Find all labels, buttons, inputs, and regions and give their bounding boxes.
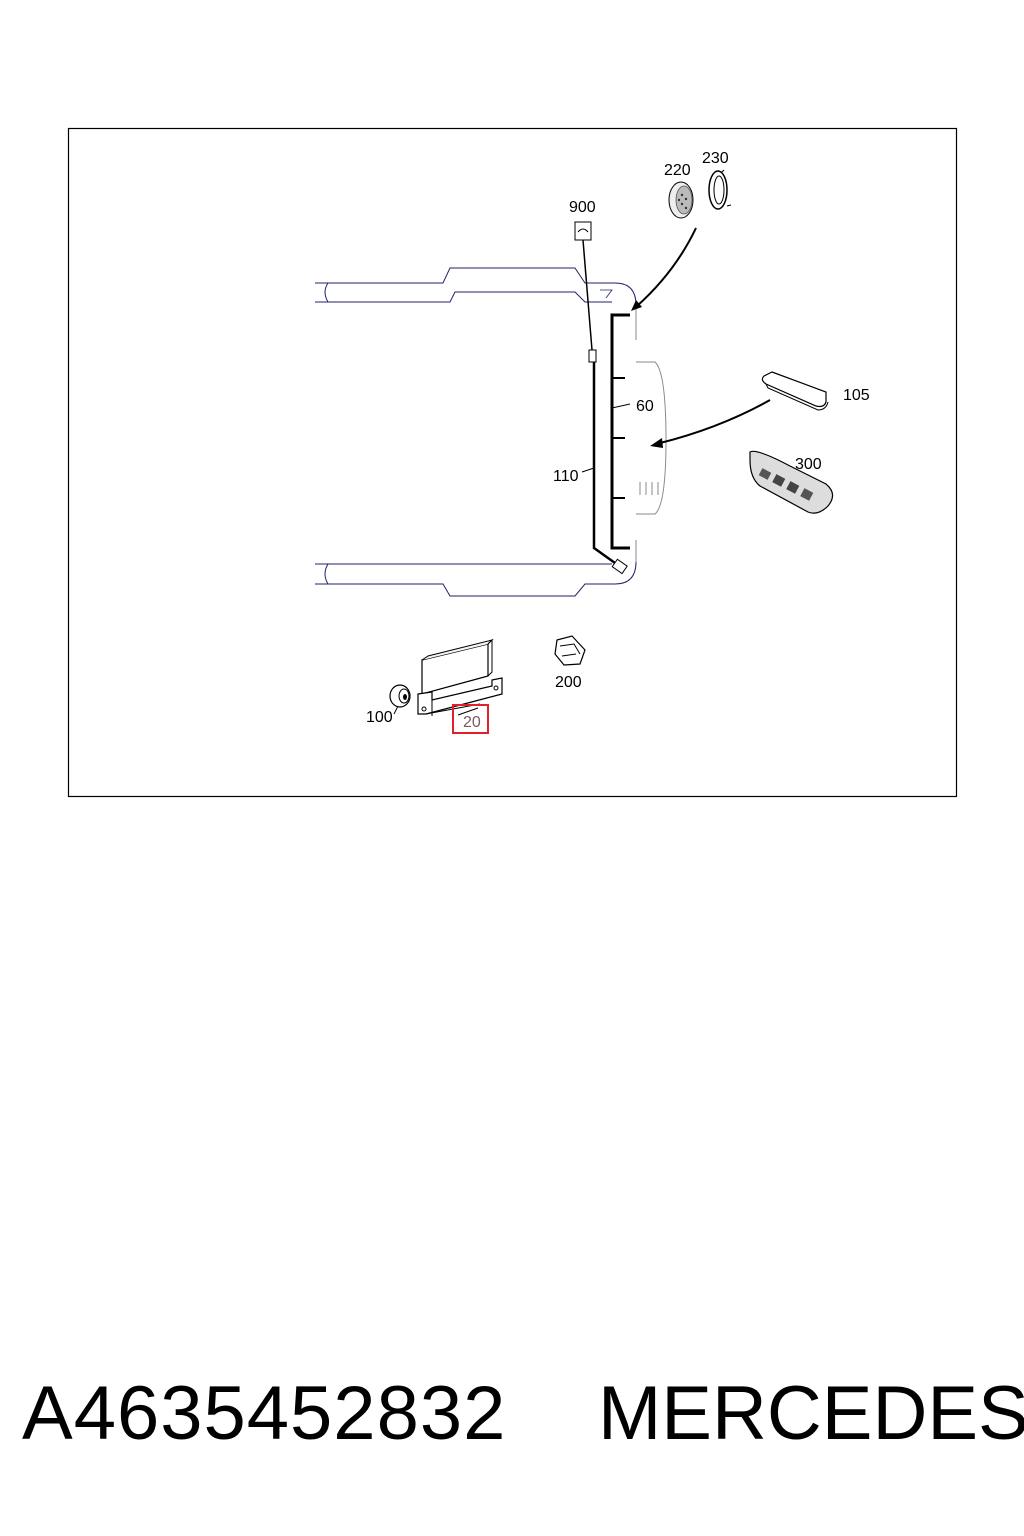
callout-220: 220 [664, 162, 691, 179]
arrow-head-105 [650, 438, 663, 448]
arrow-220-to-strip [636, 227, 697, 307]
callout-100: 100 [366, 709, 393, 726]
vehicle-frame-outline [315, 267, 667, 597]
callout-60: 60 [636, 398, 654, 415]
callout-300: 300 [795, 456, 822, 473]
callout-200: 200 [555, 674, 582, 691]
callout-105: 105 [843, 387, 870, 404]
part-105-pad [761, 371, 829, 411]
highlight-box-20 [452, 704, 489, 734]
part-230-ring [708, 169, 732, 210]
arrow-105-to-panel [659, 399, 771, 444]
leader-lines [393, 705, 479, 716]
part-100-nut [389, 684, 411, 708]
part-number: A4635452832 [22, 1371, 507, 1456]
part-220-speaker-grille [668, 181, 694, 219]
callout-110: 110 [553, 468, 579, 485]
part-110-cable [581, 239, 628, 575]
parts-diagram: 900 220 230 60 105 110 300 200 100 20 [67, 127, 958, 798]
callout-230: 230 [702, 150, 729, 167]
footer: A4635452832 MERCEDES [0, 1370, 1024, 1470]
part-300-switch-panel [749, 450, 834, 514]
part-200-clip [554, 635, 586, 666]
part-20-control-module [417, 638, 503, 716]
arrow-head-220 [631, 300, 642, 311]
callout-20: 20 [463, 714, 481, 731]
diagram-frame [67, 127, 958, 798]
part-60-strip [610, 313, 631, 550]
brand-name: MERCEDES [598, 1371, 1024, 1456]
part-900-connector [574, 221, 592, 241]
callout-900: 900 [569, 199, 596, 216]
